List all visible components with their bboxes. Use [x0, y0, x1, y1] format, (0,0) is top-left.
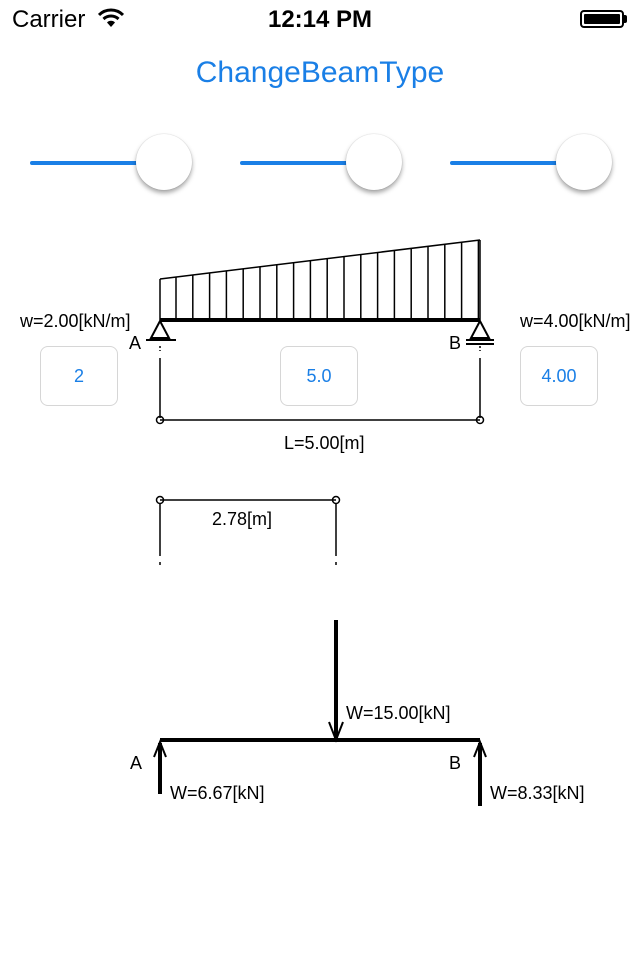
support-b-label: B — [449, 333, 462, 353]
span-label: L=5.00[m] — [284, 433, 365, 453]
battery-tip — [624, 15, 627, 23]
slider-track-fill — [30, 161, 142, 165]
left-load-label: w=2.00[kN/m] — [20, 311, 131, 331]
length-slider[interactable] — [240, 130, 420, 194]
clock: 12:14 PM — [267, 6, 373, 33]
status-bar: Carrier 12:14 PM — [0, 0, 640, 40]
slider-thumb[interactable] — [345, 134, 402, 190]
change-beam-type-button[interactable]: ChangeBeamType — [195, 56, 445, 89]
reaction-support-b-label: B — [449, 753, 462, 773]
span-dimension — [155, 346, 485, 425]
right-load-slider[interactable] — [450, 130, 630, 194]
slider-thumb[interactable] — [135, 134, 192, 190]
wifi-icon — [97, 8, 125, 33]
support-a-icon — [146, 318, 176, 341]
left-load-input[interactable]: 2 — [40, 346, 118, 406]
right-load-input[interactable]: 4.00 — [520, 346, 598, 406]
slider-track-fill — [240, 161, 352, 165]
right-load-label: w=4.00[kN/m] — [520, 311, 631, 331]
length-input[interactable]: 5.0 — [280, 346, 358, 406]
reaction-a-label: W=6.67[kN] — [170, 783, 265, 803]
reaction-diagram — [153, 620, 487, 806]
reaction-b-label: W=8.33[kN] — [490, 783, 585, 803]
carrier-label: Carrier — [12, 6, 86, 33]
left-load-slider[interactable] — [30, 130, 210, 194]
battery-icon — [580, 10, 624, 28]
resultant-position-dimension — [155, 495, 341, 565]
slider-track-fill — [450, 161, 562, 165]
resultant-position-label: 2.78[m] — [212, 509, 273, 529]
load-top-line — [159, 239, 481, 280]
resultant-label: W=15.00[kN] — [346, 703, 451, 723]
load-ticks — [175, 240, 480, 320]
reaction-support-a-label: A — [130, 753, 143, 773]
slider-thumb[interactable] — [555, 134, 612, 190]
support-a-label: A — [129, 333, 142, 353]
support-b-icon — [466, 318, 494, 345]
distributed-load — [159, 239, 481, 320]
